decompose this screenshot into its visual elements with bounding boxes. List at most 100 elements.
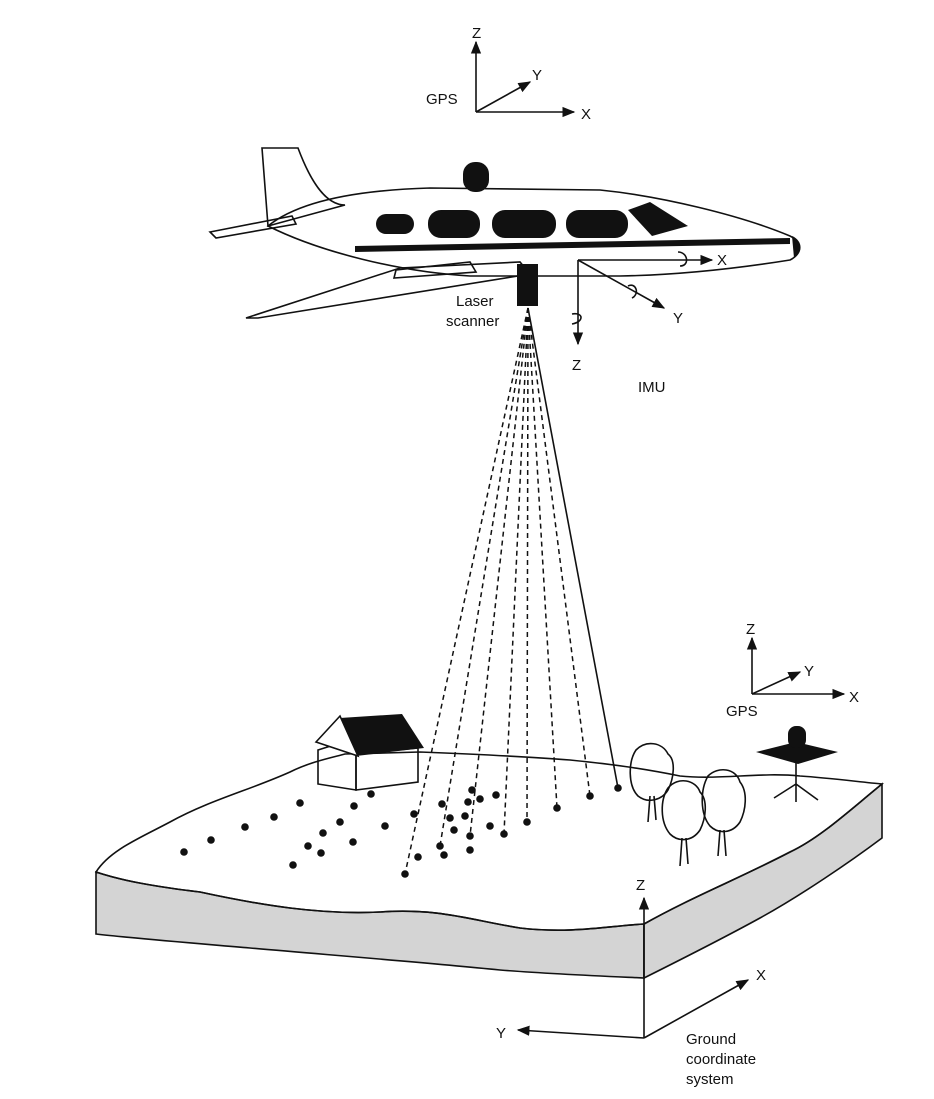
terrain-front-face [95, 870, 645, 979]
ground-system-label-line2: coordinate [686, 1051, 756, 1068]
gps-ground-label: GPS [726, 703, 758, 720]
laser-point [367, 790, 375, 798]
gps-antenna-icon [463, 162, 489, 192]
gps-station-plate [756, 742, 838, 764]
tree-icon [629, 742, 675, 823]
laser-point [349, 838, 357, 846]
laser-point [476, 795, 484, 803]
tree-crown [701, 769, 747, 833]
laser-point [304, 842, 312, 850]
laser-point [464, 798, 472, 806]
gps-ground-x-label: X [849, 689, 859, 706]
imu-label: IMU [638, 379, 666, 396]
gps-ground-z-label: Z [746, 621, 755, 638]
gps-ground-y-label: Y [804, 663, 814, 680]
laser-point [466, 832, 474, 840]
tree-trunk [717, 829, 727, 857]
terrain-block [94, 751, 885, 1038]
ground-system-label-line3: system [686, 1071, 734, 1088]
ground-x-label: X [756, 967, 766, 984]
laser-point [296, 799, 304, 807]
laser-point [461, 812, 469, 820]
window [376, 214, 414, 234]
gps-ground-axes: Z Y X GPS [726, 621, 859, 720]
laser-point [289, 861, 297, 869]
gps-station-tripod [773, 760, 819, 802]
laser-point [523, 818, 531, 826]
laser-beam [527, 307, 558, 809]
wing [245, 261, 532, 319]
gps-ground-y-axis [751, 671, 802, 695]
tree-icon [701, 769, 747, 857]
imu-axes: X Y Z IMU [571, 251, 727, 396]
ground-coordinate-axes: Z X Y Ground coordinate system [496, 877, 766, 1088]
laser-point [241, 823, 249, 831]
fuselage-stripe [355, 238, 790, 252]
pitch-rotation-icon [627, 284, 638, 299]
laser-scanner-label-line2: scanner [446, 313, 499, 330]
laser-beam [404, 307, 529, 875]
laser-scanner-label-line1: Laser [456, 293, 494, 310]
laser-beams [404, 307, 619, 875]
laser-point [207, 836, 215, 844]
laser-point [436, 842, 444, 850]
laser-point [553, 804, 561, 812]
laser-point [270, 813, 278, 821]
gps-top-label: GPS [426, 91, 458, 108]
house-icon [314, 714, 424, 791]
gps-top-x-label: X [581, 106, 591, 123]
imu-x-label: X [717, 252, 727, 269]
window [492, 210, 556, 238]
laser-point [440, 851, 448, 859]
laser-point [614, 784, 622, 792]
laser-points [180, 784, 622, 878]
gps-top-y-label: Y [532, 67, 542, 84]
laser-point [486, 822, 494, 830]
laser-point [414, 853, 422, 861]
laser-point [336, 818, 344, 826]
laser-scanner-icon [517, 264, 538, 306]
laser-point [410, 810, 418, 818]
laser-point [468, 786, 476, 794]
laser-point [586, 792, 594, 800]
tree-crown [629, 742, 675, 802]
tree-crown [661, 780, 707, 841]
laser-beam-solid [527, 307, 619, 789]
window [566, 210, 628, 238]
laser-beam [439, 307, 529, 847]
imu-z-label: Z [572, 357, 581, 374]
laser-beam [469, 307, 529, 837]
gps-top-y-axis [475, 81, 532, 113]
tree-icon [661, 780, 707, 867]
laser-point [446, 814, 454, 822]
laser-point [317, 849, 325, 857]
ground-system-label-line1: Ground [686, 1031, 736, 1048]
tail-fin [261, 147, 346, 228]
ground-y-label: Y [496, 1025, 506, 1042]
laser-point [466, 846, 474, 854]
terrain-top-surface [94, 751, 885, 931]
laser-beam [503, 307, 529, 835]
laser-point [450, 826, 458, 834]
laser-point [319, 829, 327, 837]
laser-beam [526, 307, 529, 823]
laser-point [180, 848, 188, 856]
laser-beam [527, 307, 591, 797]
tree-trunk [679, 837, 689, 867]
imu-y-axis [577, 259, 666, 309]
laser-point [401, 870, 409, 878]
gps-station-icon [756, 726, 838, 802]
gps-station-antenna [788, 726, 806, 748]
cockpit-window [628, 202, 688, 236]
ground-y-axis [516, 1025, 645, 1039]
wing-root [392, 261, 478, 279]
gps-top-axes: Z Y X GPS [426, 25, 591, 123]
yaw-rotation-icon [571, 312, 582, 325]
laser-point [492, 791, 500, 799]
window [428, 210, 480, 238]
tree-trunk [647, 795, 657, 823]
roll-rotation-icon [677, 251, 688, 267]
laser-point [350, 802, 358, 810]
ground-x-axis [643, 979, 750, 1039]
